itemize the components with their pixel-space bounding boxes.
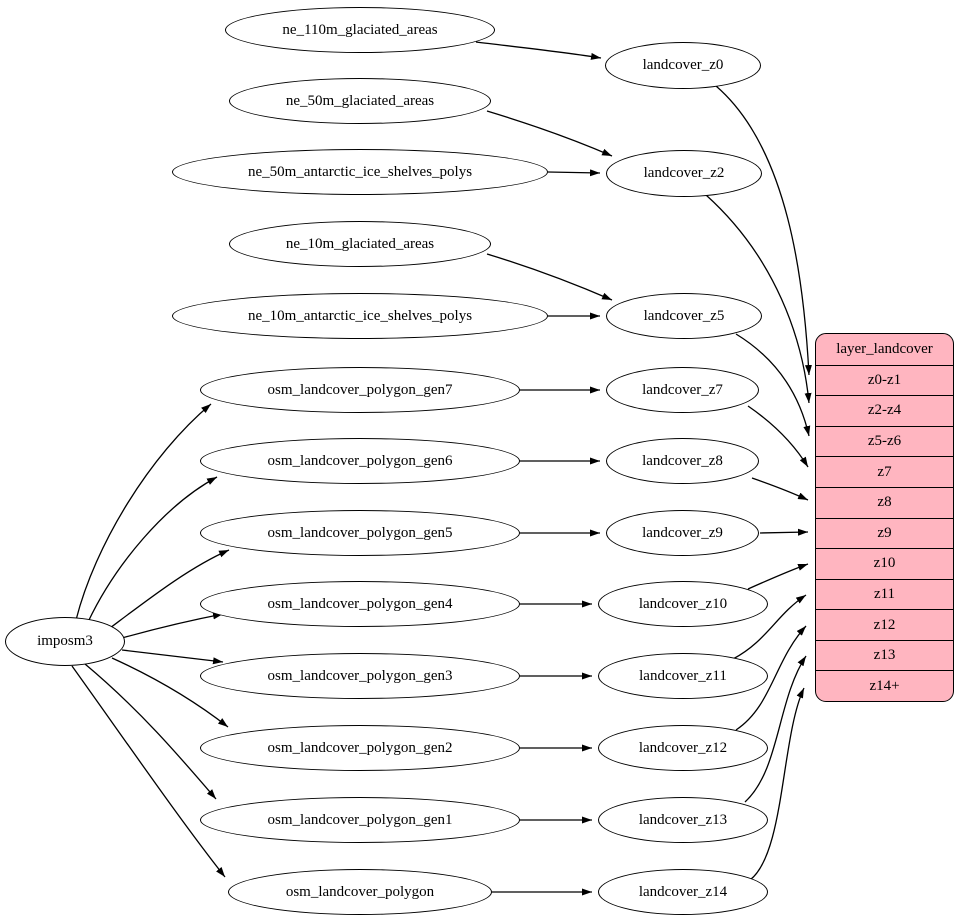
node-label: osm_landcover_polygon_gen5 xyxy=(267,524,453,541)
edge-landcover-z13-to-row-z13 xyxy=(744,655,807,803)
node-label: osm_landcover_polygon_gen3 xyxy=(267,667,453,684)
node-label: landcover_z11 xyxy=(639,667,727,684)
edge-ne-110m-glaciated-areas-to-landcover-z0 xyxy=(475,41,602,60)
node-landcover-z2: landcover_z2 xyxy=(606,150,762,197)
edge-imposm3-to-osm-landcover-polygon-gen5 xyxy=(109,549,230,629)
node-landcover-z12: landcover_z12 xyxy=(598,725,768,771)
node-osm-landcover-polygon-gen7: osm_landcover_polygon_gen7 xyxy=(200,367,520,413)
edge-landcover-z10-to-row-z10 xyxy=(747,563,809,590)
node-osm-landcover-polygon-gen1: osm_landcover_polygon_gen1 xyxy=(200,797,520,843)
edge-landcover-z7-to-row-z7 xyxy=(747,405,809,468)
node-landcover-z9: landcover_z9 xyxy=(606,510,759,556)
edge-landcover-z5-to-row-z5-z6 xyxy=(735,333,811,437)
node-landcover-z14: landcover_z14 xyxy=(598,869,768,915)
node-label: osm_landcover_polygon_gen1 xyxy=(267,811,453,828)
node-label: landcover_z2 xyxy=(643,165,725,181)
node-label: osm_landcover_polygon_gen4 xyxy=(267,595,453,612)
edge-landcover-z2-to-row-z2-z4 xyxy=(705,194,812,404)
edge-imposm3-to-osm-landcover-polygon-gen1 xyxy=(84,663,217,800)
node-label: ne_50m_antarctic_ice_shelves_polys xyxy=(247,163,473,180)
node-label: ne_10m_glaciated_areas xyxy=(285,235,435,252)
table-row-z10: z10 xyxy=(816,548,953,579)
node-label: ne_10m_antarctic_ice_shelves_polys xyxy=(247,307,473,324)
node-osm-landcover-polygon-gen6: osm_landcover_polygon_gen6 xyxy=(200,438,520,484)
node-osm-landcover-polygon-gen3: osm_landcover_polygon_gen3 xyxy=(200,653,520,699)
node-label: landcover_z8 xyxy=(642,452,723,469)
table-row-z2-z4: z2-z4 xyxy=(816,395,953,426)
node-ne-50m-antarctic-ice-shelves-polys: ne_50m_antarctic_ice_shelves_polys xyxy=(172,149,548,195)
edge-landcover-z12-to-row-z12 xyxy=(735,625,807,731)
node-label: landcover_z14 xyxy=(638,883,728,900)
table-row-z8: z8 xyxy=(816,486,953,518)
node-landcover-z8: landcover_z8 xyxy=(606,438,759,484)
node-label: landcover_z9 xyxy=(642,524,723,541)
edge-landcover-z11-to-row-z11 xyxy=(732,594,807,660)
table-title: layer_landcover xyxy=(836,340,933,357)
node-osm-landcover-polygon-gen5: osm_landcover_polygon_gen5 xyxy=(200,510,520,556)
node-landcover-z5: landcover_z5 xyxy=(606,293,762,339)
node-label: osm_landcover_polygon_gen7 xyxy=(267,381,453,398)
node-ne-110m-glaciated-areas: ne_110m_glaciated_areas xyxy=(225,7,495,53)
node-label: osm_landcover_polygon xyxy=(285,883,435,900)
table-row-z0-z1: z0-z1 xyxy=(816,364,953,396)
node-imposm3: imposm3 xyxy=(5,617,125,666)
node-landcover-z13: landcover_z13 xyxy=(598,797,768,843)
edge-ne-50m-antarctic-ice-shelves-polys-to-landcover-z2 xyxy=(547,169,601,177)
table-row-z14plus: z14+ xyxy=(816,670,953,701)
edge-landcover-z9-to-row-z9 xyxy=(759,528,809,536)
edge-imposm3-to-osm-landcover-polygon xyxy=(71,665,226,878)
node-osm-landcover-polygon: osm_landcover_polygon xyxy=(228,869,492,915)
edge-landcover-z0-to-row-z0-z1 xyxy=(715,85,812,376)
node-ne-50m-glaciated-areas: ne_50m_glaciated_areas xyxy=(229,78,491,124)
node-ne-10m-antarctic-ice-shelves-polys: ne_10m_antarctic_ice_shelves_polys xyxy=(172,293,548,339)
edge-ne-10m-glaciated-areas-to-landcover-z5 xyxy=(486,253,613,301)
node-osm-landcover-polygon-gen4: osm_landcover_polygon_gen4 xyxy=(200,581,520,627)
table-row-z7: z7 xyxy=(816,456,953,487)
table-layer-landcover: layer_landcover z0-z1 z2-z4 z5-z6 z7 z8 … xyxy=(815,333,954,702)
node-landcover-z7: landcover_z7 xyxy=(606,367,759,413)
node-landcover-z11: landcover_z11 xyxy=(598,653,768,699)
node-label: imposm3 xyxy=(37,633,93,649)
node-label: osm_landcover_polygon_gen2 xyxy=(267,739,453,756)
node-label: landcover_z5 xyxy=(643,307,725,324)
node-label: landcover_z0 xyxy=(642,57,724,73)
table-row-z11: z11 xyxy=(816,578,953,610)
node-landcover-z0: landcover_z0 xyxy=(605,42,761,89)
node-label: landcover_z13 xyxy=(638,811,728,828)
edge-imposm3-to-osm-landcover-polygon-gen3 xyxy=(121,649,224,665)
edge-landcover-z14-to-row-z14plus xyxy=(749,687,805,881)
node-label: ne_110m_glaciated_areas xyxy=(282,21,438,38)
edge-imposm3-to-osm-landcover-polygon-gen2 xyxy=(111,657,229,728)
node-label: ne_50m_glaciated_areas xyxy=(285,92,435,109)
node-landcover-z10: landcover_z10 xyxy=(598,581,768,627)
edge-imposm3-to-osm-landcover-polygon-gen6 xyxy=(87,476,218,623)
edge-imposm3-to-osm-landcover-polygon-gen7 xyxy=(75,403,212,621)
node-ne-10m-glaciated-areas: ne_10m_glaciated_areas xyxy=(229,221,491,267)
edge-ne-50m-glaciated-areas-to-landcover-z2 xyxy=(486,110,613,157)
node-label: landcover_z7 xyxy=(642,381,723,398)
table-row-z9: z9 xyxy=(816,517,953,549)
node-label: landcover_z10 xyxy=(638,595,728,612)
edge-imposm3-to-osm-landcover-polygon-gen4 xyxy=(121,612,224,639)
table-row-z13: z13 xyxy=(816,639,953,671)
edge-landcover-z8-to-row-z8 xyxy=(751,477,809,501)
node-label: landcover_z12 xyxy=(638,739,728,756)
node-label: osm_landcover_polygon_gen6 xyxy=(267,452,453,469)
node-osm-landcover-polygon-gen2: osm_landcover_polygon_gen2 xyxy=(200,725,520,771)
table-row-z12: z12 xyxy=(816,609,953,640)
table-row-z5-z6: z5-z6 xyxy=(816,425,953,457)
